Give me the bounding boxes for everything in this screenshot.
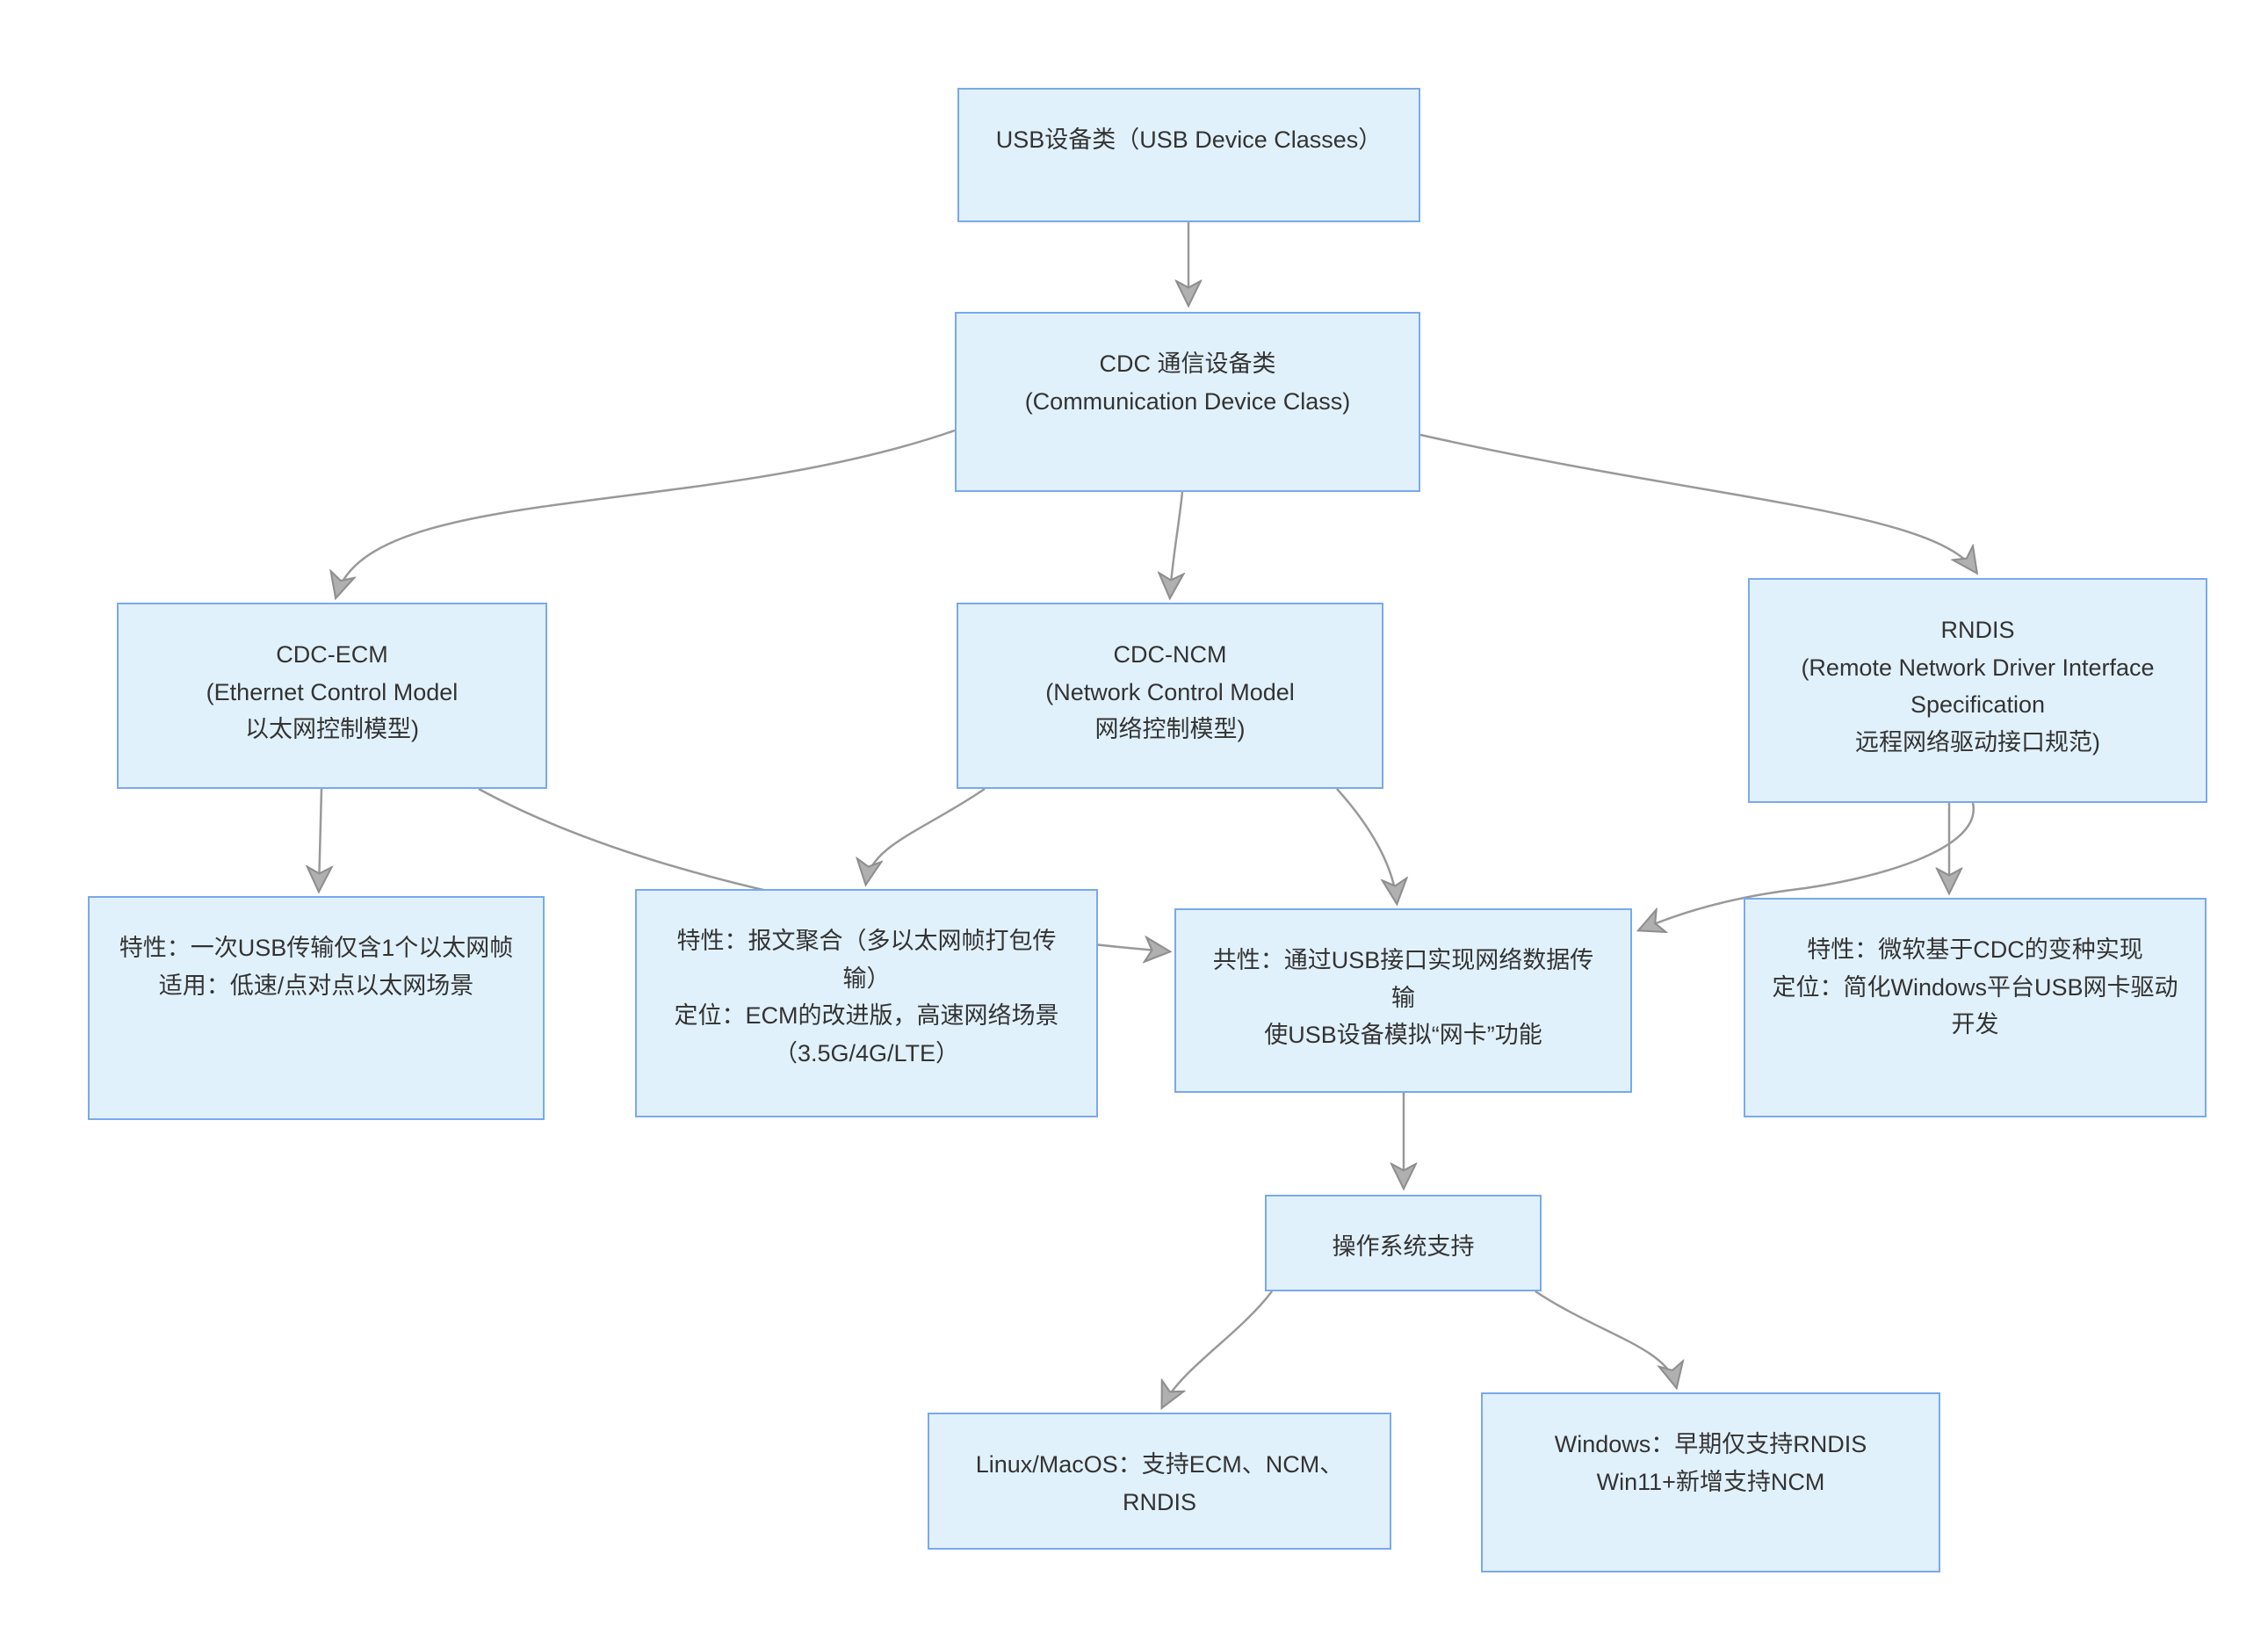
node-ncm-feature-label: 特性：报文聚合（多以太网帧打包传 输） 定位：ECM的改进版，高速网络场景 （3… [674, 928, 1059, 1066]
node-linux-macos: Linux/MacOS：支持ECM、NCM、 RNDIS [928, 1413, 1391, 1550]
node-rndis-feature-label: 特性：微软基于CDC的变种实现 定位：简化Windows平台USB网卡驱动 开发 [1772, 936, 2178, 1038]
edge-ecm-to-ecm-feature [319, 788, 321, 889]
edge-rndis-to-common [1641, 802, 1975, 929]
node-windows-label: Windows：早期仅支持RNDIS Win11+新增支持NCM [1554, 1431, 1867, 1495]
node-ncm-feature: 特性：报文聚合（多以太网帧打包传 输） 定位：ECM的改进版，高速网络场景 （3… [635, 889, 1098, 1117]
node-rndis-label: RNDIS (Remote Network Driver Interface S… [1801, 617, 2155, 755]
node-rndis: RNDIS (Remote Network Driver Interface S… [1748, 578, 2207, 803]
node-cdc: CDC 通信设备类 (Communication Device Class) [955, 312, 1420, 492]
edge-os-support-to-windows [1535, 1290, 1676, 1385]
node-cdc-ecm-label: CDC-ECM (Ethernet Control Model 以太网控制模型) [206, 641, 459, 743]
node-cdc-ncm: CDC-NCM (Network Control Model 网络控制模型) [957, 603, 1383, 789]
node-os-support-label: 操作系统支持 [1332, 1233, 1475, 1260]
node-commonality: 共性：通过USB接口实现网络数据传 输 使USB设备模拟“网卡”功能 [1174, 908, 1632, 1093]
node-cdc-label: CDC 通信设备类 (Communication Device Class) [1024, 351, 1351, 415]
edge-ncm-to-common [1336, 788, 1397, 901]
edge-cdc-to-rndis [1419, 433, 1975, 571]
node-linux-macos-label: Linux/MacOS：支持ECM、NCM、 RNDIS [975, 1451, 1344, 1515]
node-usb-device-classes: USB设备类（USB Device Classes） [957, 88, 1420, 222]
edge-ncm-to-ncm-feature [866, 787, 986, 882]
node-ecm-feature-label: 特性：一次USB传输仅含1个以太网帧 适用：低速/点对点以太网场景 [119, 935, 514, 999]
node-os-support: 操作系统支持 [1265, 1195, 1542, 1291]
node-usb-device-classes-label: USB设备类（USB Device Classes） [995, 127, 1383, 153]
node-cdc-ecm: CDC-ECM (Ethernet Control Model 以太网控制模型) [117, 603, 547, 789]
edge-cdc-to-ecm [336, 429, 956, 596]
node-cdc-ncm-label: CDC-NCM (Network Control Model 网络控制模型) [1045, 641, 1295, 743]
node-windows: Windows：早期仅支持RNDIS Win11+新增支持NCM [1481, 1392, 1940, 1572]
edge-os-support-to-linux-macos [1163, 1290, 1273, 1406]
node-commonality-label: 共性：通过USB接口实现网络数据传 输 使USB设备模拟“网卡”功能 [1212, 947, 1594, 1049]
edge-cdc-to-ncm [1170, 491, 1182, 596]
node-ecm-feature: 特性：一次USB传输仅含1个以太网帧 适用：低速/点对点以太网场景 [88, 896, 545, 1120]
node-rndis-feature: 特性：微软基于CDC的变种实现 定位：简化Windows平台USB网卡驱动 开发 [1744, 898, 2207, 1117]
